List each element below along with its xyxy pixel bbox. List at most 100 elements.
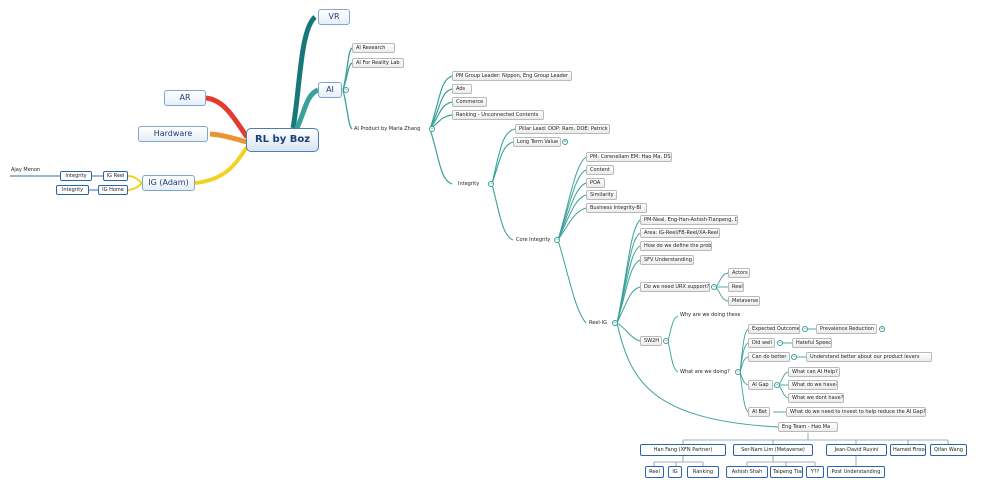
node-qifan-wang[interactable]: Qifan Wang <box>930 444 967 456</box>
collapse-toggle-icon[interactable]: − <box>791 354 797 360</box>
edge-eng-team <box>616 322 779 428</box>
edge-ser-bus <box>746 456 816 466</box>
node-ai-research[interactable]: AI Research <box>352 43 395 53</box>
edge-sw2h <box>616 322 641 342</box>
node-area[interactable]: Area: IG-Reel/FB-Reel/XA-Reel <box>640 228 720 238</box>
node-ranking[interactable]: Ranking - Unconnected Contents <box>452 110 544 120</box>
collapse-toggle-icon[interactable]: − <box>343 87 349 93</box>
node-invest[interactable]: What do we need to invest to help reduce… <box>786 407 926 417</box>
collapse-toggle-icon[interactable]: + <box>562 139 568 145</box>
node-hamed-firooz[interactable]: Hamed Firooz <box>890 444 926 456</box>
node-prevalence[interactable]: Prevalence Reduction <box>816 324 877 334</box>
node-team-ig[interactable]: IG <box>668 466 682 478</box>
edge-team-bus <box>682 433 949 444</box>
edge-actors <box>715 272 729 288</box>
node-team-reel[interactable]: Reel <box>645 466 664 478</box>
node-reel-ig[interactable]: Reel-IG <box>589 320 607 326</box>
edge-ai-reality <box>342 62 353 91</box>
collapse-toggle-icon[interactable]: − <box>777 340 783 346</box>
node-taipeng-tian[interactable]: Taipeng Tian <box>770 466 803 478</box>
node-integrity-1[interactable]: Integrity <box>60 171 92 181</box>
node-ig-adam[interactable]: IG (Adam) <box>142 175 195 191</box>
node-reel-pm[interactable]: PM-Neal, Eng-Han-Ashish-Tianpeng, DS-You <box>640 215 738 225</box>
edge-long-term <box>491 141 514 185</box>
node-core-pm[interactable]: PM: Corenellam EM: Hao Ma, DS: <box>586 152 672 162</box>
collapse-toggle-icon[interactable]: − <box>735 369 741 375</box>
edge-han-bus <box>653 456 704 466</box>
node-what-dont-have[interactable]: What we dont have? <box>788 393 844 403</box>
node-long-term-value[interactable]: Long Term Value <box>513 137 561 147</box>
node-integrity[interactable]: Integrity <box>458 181 480 187</box>
collapse-toggle-icon[interactable]: − <box>554 237 560 243</box>
node-ads[interactable]: Ads <box>452 84 472 94</box>
edge-pm-group <box>429 75 453 130</box>
node-jean-david[interactable]: Jean-David Ruvini <box>826 444 887 456</box>
node-hateful-speech[interactable]: Hateful Speech <box>792 338 832 348</box>
node-what-doing[interactable]: What are we doing? <box>680 369 730 375</box>
node-why[interactable]: Why are we doing these? <box>680 312 740 318</box>
node-business-integrity[interactable]: Business Integrity-BI <box>586 203 647 213</box>
node-ai-bet[interactable]: AI Bet <box>748 407 770 417</box>
node-commerce[interactable]: Commerce <box>452 97 487 107</box>
node-yq[interactable]: Y?? <box>806 466 824 478</box>
node-what-have[interactable]: What do we have? <box>788 380 838 390</box>
node-core-integrity[interactable]: Core Integrity <box>516 237 551 243</box>
node-eng-team[interactable]: Eng Team - Hao Ma <box>778 422 838 432</box>
node-urx-support[interactable]: Do we need URX support? <box>640 282 710 292</box>
node-ig-home[interactable]: IG Home <box>98 185 128 195</box>
node-content[interactable]: Content <box>586 165 614 175</box>
node-understand-better[interactable]: Understand better about our product leve… <box>806 352 932 362</box>
node-ai[interactable]: AI <box>318 82 342 98</box>
node-sfv[interactable]: SFV Understanding <box>640 255 694 265</box>
collapse-toggle-icon[interactable]: − <box>663 338 669 344</box>
node-did-well[interactable]: Did well <box>748 338 775 348</box>
node-actors[interactable]: Actors <box>728 268 750 278</box>
node-can-ai-help[interactable]: What can AI Help? <box>788 367 840 377</box>
node-ig-reel[interactable]: IG Reel <box>103 171 128 181</box>
node-team-ranking[interactable]: Ranking <box>687 466 719 478</box>
node-similarity[interactable]: Similarity <box>586 190 617 200</box>
node-ashish-shah[interactable]: Ashish Shah <box>726 466 768 478</box>
node-metaverse[interactable]: Metaverse <box>728 296 760 306</box>
central-node[interactable]: RL by Boz <box>246 128 319 152</box>
edge-ig-reel <box>127 175 143 184</box>
collapse-toggle-icon[interactable]: − <box>774 382 780 388</box>
node-vr[interactable]: VR <box>318 9 350 25</box>
collapse-toggle-icon[interactable]: − <box>802 326 808 332</box>
node-han-fang[interactable]: Han Fang (XFN Partner) <box>640 444 726 456</box>
edge-sfv <box>616 259 641 324</box>
node-sw2h[interactable]: SW2H <box>640 336 662 346</box>
collapse-toggle-icon[interactable]: + <box>879 326 885 332</box>
edge-ai-bet <box>739 371 749 413</box>
node-can-do-better[interactable]: Can do better <box>748 352 790 362</box>
node-ai-product[interactable]: AI Product by Maria Zhang <box>354 126 421 132</box>
collapse-toggle-icon[interactable]: − <box>612 320 618 326</box>
edge-vr <box>290 15 317 129</box>
node-ser-nam-lim[interactable]: Ser-Nam Lim (Metaverse) <box>733 444 813 456</box>
collapse-toggle-icon[interactable]: − <box>711 284 717 290</box>
node-ai-reality-lab[interactable]: AI For Reality Lab <box>352 58 404 68</box>
node-ajay-menon[interactable]: Ajay Menon <box>11 167 41 173</box>
edge-core <box>491 183 514 241</box>
edge-poa <box>557 182 587 241</box>
node-define-problem[interactable]: How do we define the problem? <box>640 241 712 251</box>
edge-ig-home <box>127 182 143 191</box>
collapse-toggle-icon[interactable]: − <box>429 126 435 132</box>
node-ar[interactable]: AR <box>164 90 206 106</box>
node-pillar-lead[interactable]: Pillar Lead: DOP: Ram, DOE: Patrick <box>515 124 610 134</box>
edge-why <box>667 315 679 342</box>
node-ai-gap[interactable]: AI Gap <box>748 380 773 390</box>
collapse-toggle-icon[interactable]: − <box>488 181 494 187</box>
node-urx-reel[interactable]: Reel <box>728 282 744 292</box>
edge-integrity <box>429 128 453 185</box>
node-poa[interactable]: POA <box>586 178 605 188</box>
node-expected-outcome[interactable]: Expected Outcome <box>748 324 800 334</box>
node-post-understanding[interactable]: Post Understanding <box>827 466 885 478</box>
node-integrity-2[interactable]: Integrity <box>56 185 89 195</box>
node-pm-group-leader[interactable]: PM Group Leader: Nippon, Eng Group Leade… <box>452 71 572 81</box>
edge-did-well <box>739 342 749 373</box>
node-hardware[interactable]: Hardware <box>138 126 208 142</box>
edge-ai-product <box>342 89 353 130</box>
